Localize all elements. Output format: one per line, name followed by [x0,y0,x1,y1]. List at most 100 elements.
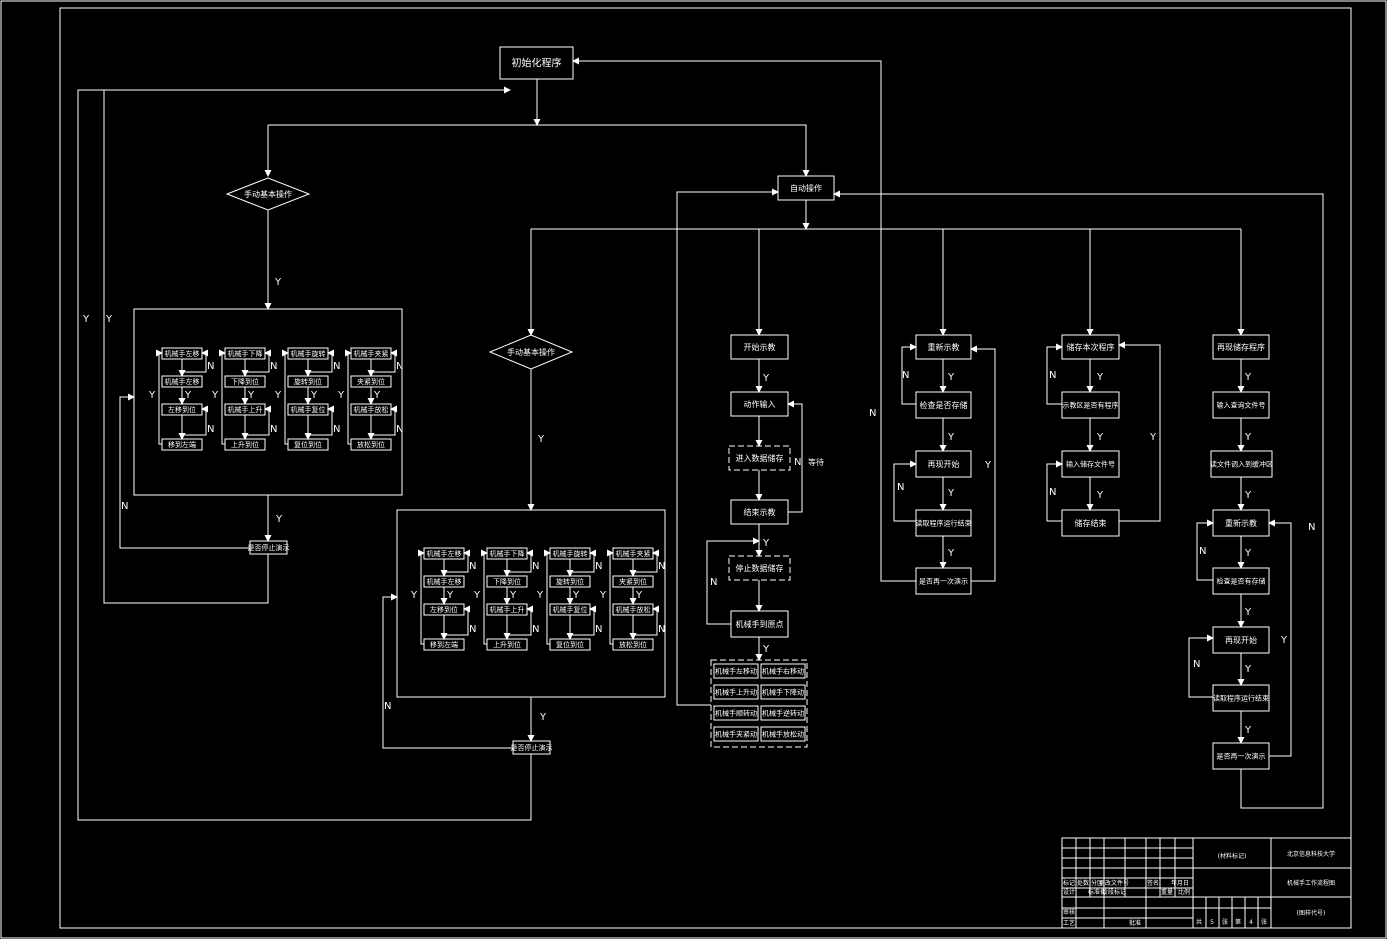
tb-sheet-4: 4 [1249,919,1253,926]
teach-stop-label: 停止数据储存 [736,563,784,573]
m2-c3-r2-label: 机械手放松 [616,605,651,614]
tb-school: 北京信息科技大学 [1287,850,1335,858]
r-yl: Y [1280,635,1288,646]
d-y1: Y [947,372,955,383]
m2-c1-nlab1: N [532,561,539,572]
m2-c3-left [607,549,614,645]
d-yloop [970,345,996,582]
tb-r2-2: 阶段标记 [1102,888,1126,896]
m2-c0-nlab2: N [469,624,476,635]
auto-node-label: 自动操作 [790,183,822,193]
d-nret: N [869,408,876,419]
tb-r4-1: 批准 [1129,919,1141,927]
m1-c1-n1 [245,349,271,373]
tb-r3-0: 审核 [1063,908,1075,916]
save-title-label: 储存本次程序 [1067,342,1115,352]
tb-r1-1: 处数 [1077,879,1089,887]
m2-c3-r3-label: 放松到位 [619,640,647,649]
m1-c2-n1 [308,349,334,373]
t-y1: Y [762,373,770,384]
m2-c0-n2 [444,605,470,636]
m2-c3-ylab2: Y [599,590,607,601]
m2-c3-r1-label: 夹紧到位 [619,577,647,586]
r-y1: Y [1244,372,1252,383]
m2-c3-nlab1: N [658,561,665,572]
replay-title-label: 再现储存程序 [1217,342,1265,352]
r-y7: Y [1244,725,1252,736]
m2-c1-ylab2: Y [473,590,481,601]
m2-c0-n1 [444,549,470,573]
replay-again-label: 是否再一次演示 [1217,751,1266,760]
m2-c3-n1 [633,549,659,573]
replay-check-label: 检查是否有存储 [1217,576,1266,585]
teach-store-label: 进入数据储存 [736,453,784,463]
tb-r1-0: 标记 [1063,879,1075,887]
m1-c0-nlab2: N [207,424,214,435]
m1-c1-ylab2: Y [211,390,219,401]
tb-sheet-1: 5 [1210,919,1214,926]
m1-c2-r2-label: 机械手复位 [291,405,326,414]
m1-c3-nlab2: N [396,424,403,435]
m2-c1-n1 [507,549,533,573]
demo-check-label: 检查是否存储 [920,400,968,410]
m1-c0-left [156,349,163,445]
manual-done-2-label: 是否停止演示 [511,743,553,752]
m1-c2-r0-label: 机械手旋转 [291,349,326,358]
tb-r1-2: 分区 [1091,879,1103,887]
tb-sheet-3: 第 [1235,918,1241,926]
m1-c3-ylab2: Y [337,390,345,401]
m1-c2-n2 [308,405,334,436]
r-y2: Y [1244,432,1252,443]
m1-c0-n2 [182,405,208,436]
tb-r2-0: 设计 [1063,888,1075,896]
m2-c1-r3-label: 上升到位 [493,640,521,649]
m2-c2-r1-label: 旋转到位 [556,577,584,586]
t-nloop [706,537,760,625]
manual-group-1 [133,308,403,496]
m1-c0-r3-label: 移到左端 [168,440,196,449]
m1-c2-nlab2: N [333,424,340,435]
teach-store-side: 等待 [808,457,824,467]
y-return-2: Y [82,314,90,325]
flow-m1-loop-n [119,393,250,549]
m2-c3-r0-label: 机械手夹紧 [616,549,651,558]
s-y1: Y [1096,372,1104,383]
t-y3: Y [762,644,770,655]
teach-title-label: 开始示教 [744,342,776,352]
tb-r2-1: 标准化 [1088,888,1106,896]
r-y3: Y [1244,490,1252,501]
m1-c2-r3-label: 复位到位 [294,440,322,449]
m1-c2-ylab2: Y [274,390,282,401]
d-y2: Y [947,432,955,443]
m2-c1-r0-label: 机械手下降 [490,549,525,558]
d-return [572,57,916,582]
tb-drawing: 机械手工作流程图 [1287,879,1335,887]
d-nl1: N [902,370,909,381]
m2-c2-r2-label: 机械手复位 [553,605,588,614]
demo-again-label: 是否再一次演示 [919,576,968,585]
y-m2: Y [537,434,545,445]
d-y3: Y [947,488,955,499]
s-nl1: N [1049,370,1056,381]
m1-c1-r2-label: 机械手上升 [228,405,263,414]
tb-sheet-2: 张 [1222,918,1228,926]
m1-c3-r0-label: 机械手夹紧 [354,349,389,358]
teach-grid-r1-c1 [760,684,806,700]
t-loop [787,400,803,513]
r-nret [833,190,1324,809]
d-y4: Y [947,548,955,559]
m1-c0-ylab2: Y [148,390,156,401]
tb-r1-3: 更改文件号 [1099,879,1129,887]
m1-c3-r2-label: 机械手放松 [354,405,389,414]
replay-input-label: 输入查询文件号 [1217,400,1266,409]
m2-c2-nlab2: N [595,624,602,635]
r-yloop [1268,519,1292,757]
demo-reproduce-label: 再现开始 [928,459,960,469]
teach-grid-r3-c0 [713,726,759,742]
m2-c2-ylab2: Y [536,590,544,601]
title-block [1061,837,1352,929]
r-y4: Y [1244,548,1252,559]
m2-c0-r1-label: 机械手左移 [427,577,462,586]
m2-c1-n2 [507,605,533,636]
